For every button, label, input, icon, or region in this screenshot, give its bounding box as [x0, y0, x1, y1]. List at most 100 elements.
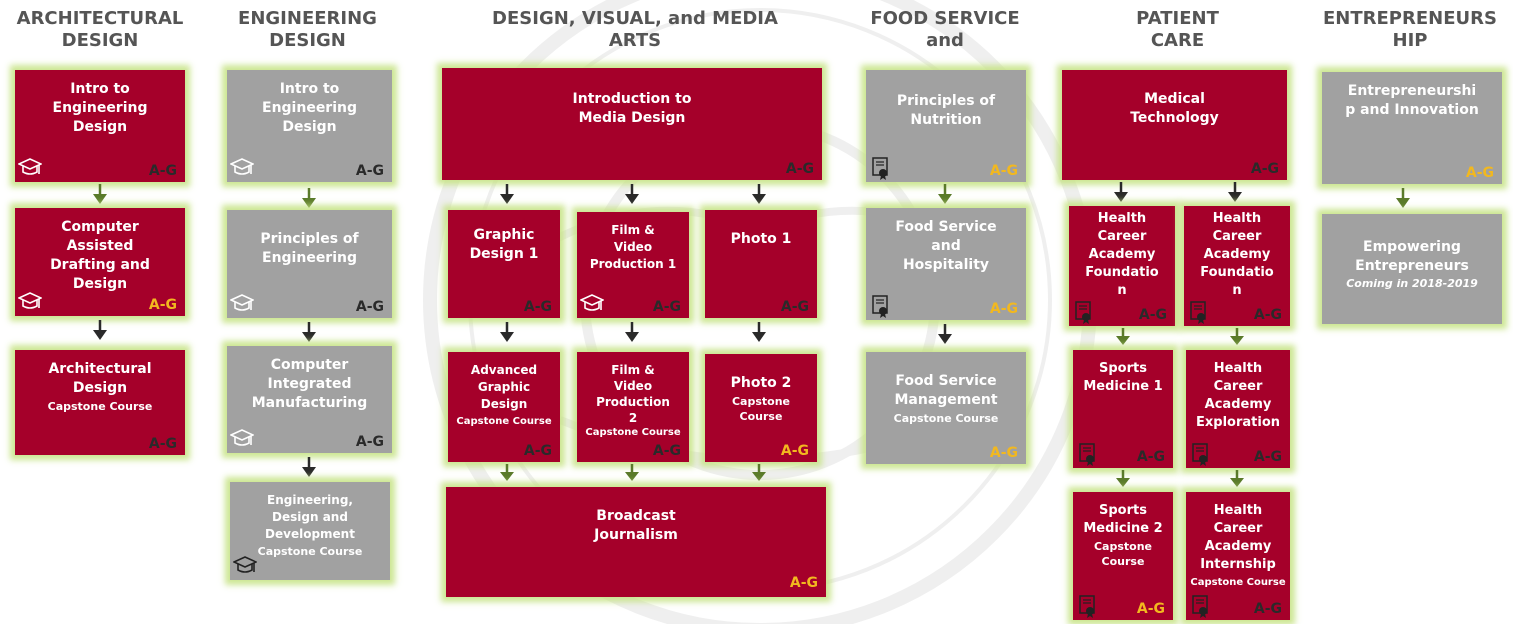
- heading-patient-care: PATIENT CARE: [1136, 8, 1219, 51]
- grade-badge: A-G: [523, 443, 552, 459]
- course-computer-integrated-manufacturing[interactable]: Computer Integrated Manufacturing A-G: [227, 346, 392, 453]
- course-photo-1[interactable]: Photo 1 A-G: [705, 210, 817, 318]
- arrow-down-icon: [625, 184, 639, 204]
- arrow-down-icon: [752, 464, 766, 481]
- course-title: Sports Medicine 2: [1083, 503, 1163, 536]
- course-title: Advanced Graphic Design: [470, 363, 538, 411]
- course-title: Health Career Academy Foundatio n: [1085, 211, 1159, 298]
- certificate-icon: [1079, 595, 1095, 618]
- course-film-video-production-2[interactable]: Film & Video Production 2 Capstone Cours…: [577, 352, 689, 462]
- course-title: Entrepreneurshi p and Innovation: [1345, 83, 1479, 118]
- course-intro-engineering-design-arch[interactable]: Intro to Engineering Design A-G: [15, 70, 185, 182]
- graduation-cap-icon: [18, 292, 42, 309]
- course-title: Computer Integrated Manufacturing: [251, 357, 368, 411]
- heading-engineering-design: ENGINEERING DESIGN: [238, 8, 377, 51]
- capstone-label: Capstone Course: [257, 545, 363, 558]
- arrow-down-icon: [1396, 188, 1410, 208]
- graduation-cap-icon: [230, 429, 254, 446]
- course-title: Introduction to Media Design: [572, 91, 692, 126]
- course-title: Principles of Nutrition: [896, 93, 996, 128]
- course-health-career-academy-exploration[interactable]: Health Career Academy Exploration A-G: [1186, 350, 1290, 468]
- graduation-cap-icon: [230, 158, 254, 175]
- heading-entrepreneurship: ENTREPRENEURS HIP: [1323, 8, 1497, 51]
- grade-badge: A-G: [148, 436, 177, 452]
- course-title: Intro to Engineering Design: [52, 81, 148, 135]
- grade-badge: A-G: [1138, 307, 1167, 323]
- grade-badge: A-G: [989, 301, 1018, 317]
- capstone-label: Capstone Course: [585, 427, 681, 438]
- course-food-service-hospitality[interactable]: Food Service and Hospitality A-G: [866, 208, 1026, 320]
- arrow-down-icon: [500, 184, 514, 204]
- course-title: Empowering Entrepreneurs: [1355, 239, 1469, 274]
- capstone-label: Capstone Course: [893, 412, 999, 425]
- course-sports-medicine-1[interactable]: Sports Medicine 1 A-G: [1073, 350, 1173, 468]
- arrow-down-icon: [302, 322, 316, 342]
- course-health-career-academy-foundation-1[interactable]: Health Career Academy Foundatio n A-G: [1069, 206, 1175, 326]
- grade-badge: A-G: [523, 299, 552, 315]
- capstone-label: Capstone Course: [1093, 540, 1153, 568]
- arrow-down-icon: [938, 324, 952, 344]
- coming-soon-label: Coming in 2018-2019: [1346, 277, 1478, 290]
- course-title: Food Service Management: [894, 373, 998, 408]
- course-title: Engineering, Design and Development: [265, 493, 355, 541]
- course-title: Film & Video Production 2: [596, 363, 670, 425]
- graduation-cap-icon: [233, 556, 257, 573]
- arrow-down-icon: [1116, 470, 1130, 487]
- heading-architectural-design: ARCHITECTURAL DESIGN: [16, 8, 184, 51]
- course-health-career-academy-foundation-2[interactable]: Health Career Academy Foundatio n A-G: [1184, 206, 1290, 326]
- course-title: Broadcast Journalism: [594, 508, 678, 543]
- course-health-career-academy-internship[interactable]: Health Career Academy Internship Capston…: [1186, 492, 1290, 620]
- arrow-down-icon: [938, 184, 952, 204]
- capstone-label: Capstone Course: [456, 416, 552, 427]
- certificate-icon: [1190, 301, 1206, 324]
- arrow-down-icon: [1230, 470, 1244, 487]
- course-film-video-production-1[interactable]: Film & Video Production 1 A-G: [577, 212, 689, 318]
- course-title: Principles of Engineering: [260, 231, 359, 266]
- course-medical-technology[interactable]: Medical Technology A-G: [1062, 70, 1287, 180]
- grade-badge: A-G: [148, 297, 177, 313]
- certificate-icon: [1075, 301, 1091, 324]
- arrow-down-icon: [1116, 328, 1130, 345]
- course-food-service-management[interactable]: Food Service Management Capstone Course …: [866, 352, 1026, 464]
- course-title: Photo 1: [730, 231, 792, 247]
- grade-badge: A-G: [1253, 601, 1282, 617]
- grade-badge: A-G: [989, 445, 1018, 461]
- certificate-icon: [1192, 443, 1208, 466]
- grade-badge: A-G: [652, 299, 681, 315]
- arrow-down-icon: [752, 322, 766, 342]
- arrow-down-icon: [500, 322, 514, 342]
- course-architectural-design[interactable]: Architectural Design Capstone Course A-G: [15, 350, 185, 455]
- grade-badge: A-G: [1253, 307, 1282, 323]
- arrow-down-icon: [93, 184, 107, 204]
- graduation-cap-icon: [230, 294, 254, 311]
- arrow-down-icon: [302, 457, 316, 477]
- course-principles-of-nutrition[interactable]: Principles of Nutrition A-G: [866, 70, 1026, 182]
- certificate-icon: [872, 157, 888, 180]
- course-title: Computer Assisted Drafting and Design: [50, 219, 150, 292]
- course-entrepreneurship-innovation[interactable]: Entrepreneurshi p and Innovation A-G: [1322, 72, 1502, 184]
- grade-badge: A-G: [355, 299, 384, 315]
- course-sports-medicine-2[interactable]: Sports Medicine 2 Capstone Course A-G: [1073, 492, 1173, 620]
- course-principles-of-engineering[interactable]: Principles of Engineering A-G: [227, 210, 392, 318]
- course-title: Food Service and Hospitality: [895, 219, 997, 273]
- course-advanced-graphic-design[interactable]: Advanced Graphic Design Capstone Course …: [448, 352, 560, 462]
- course-broadcast-journalism[interactable]: Broadcast Journalism A-G: [446, 487, 826, 597]
- capstone-label: Capstone Course: [47, 400, 153, 413]
- course-empowering-entrepreneurs[interactable]: Empowering Entrepreneurs Coming in 2018-…: [1322, 214, 1502, 324]
- course-title: Graphic Design 1: [469, 227, 539, 262]
- grade-badge: A-G: [780, 299, 809, 315]
- certificate-icon: [872, 295, 888, 318]
- course-cad[interactable]: Computer Assisted Drafting and Design A-…: [15, 208, 185, 316]
- certificate-icon: [1192, 595, 1208, 618]
- course-graphic-design-1[interactable]: Graphic Design 1 A-G: [448, 210, 560, 318]
- grade-badge: A-G: [652, 443, 681, 459]
- course-title: Intro to Engineering Design: [262, 81, 357, 135]
- course-intro-engineering-design-eng[interactable]: Intro to Engineering Design A-G: [227, 70, 392, 182]
- course-photo-2[interactable]: Photo 2 Capstone Course A-G: [705, 354, 817, 462]
- arrow-down-icon: [93, 320, 107, 340]
- grade-badge: A-G: [1136, 601, 1165, 617]
- capstone-label: Capstone Course: [731, 395, 791, 423]
- course-introduction-media-design[interactable]: Introduction to Media Design A-G: [442, 68, 822, 180]
- course-engineering-design-development[interactable]: Engineering, Design and Development Caps…: [230, 482, 390, 580]
- certificate-icon: [1079, 443, 1095, 466]
